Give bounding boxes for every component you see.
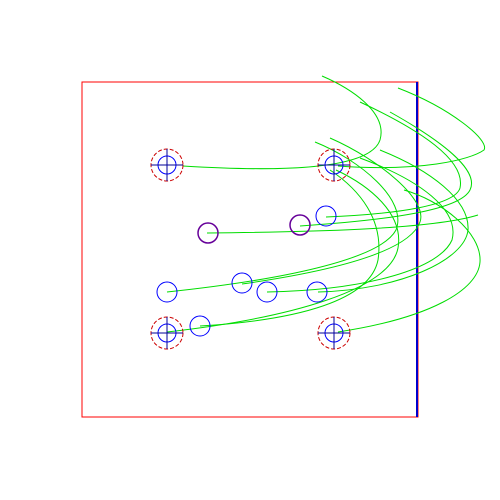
small-ring-icon [289, 214, 311, 236]
circle-outline-icon [156, 281, 178, 303]
route-3 [299, 111, 472, 227]
circle-outline-icon [189, 315, 211, 337]
circle-outline-icon [306, 281, 328, 303]
small-ring-icon [197, 222, 219, 244]
mounting-hole [317, 148, 351, 182]
route-5 [325, 101, 461, 218]
circle-outline-icon [315, 205, 337, 227]
route-2 [206, 214, 479, 234]
mounting-hole [317, 316, 351, 350]
route-layer [166, 75, 486, 333]
via [197, 222, 219, 244]
route-8 [266, 157, 454, 293]
circle-outline-icon [256, 281, 278, 303]
route-12 [337, 189, 481, 333]
route-10 [199, 169, 380, 327]
hole-group [156, 205, 337, 337]
via [289, 214, 311, 236]
circle-outline-icon [231, 272, 253, 294]
route-1 [182, 75, 382, 170]
route-11 [166, 169, 400, 333]
route-4 [337, 87, 486, 169]
route-6 [166, 141, 399, 293]
mounting-hole [150, 148, 184, 182]
mounting-hole [150, 316, 184, 350]
